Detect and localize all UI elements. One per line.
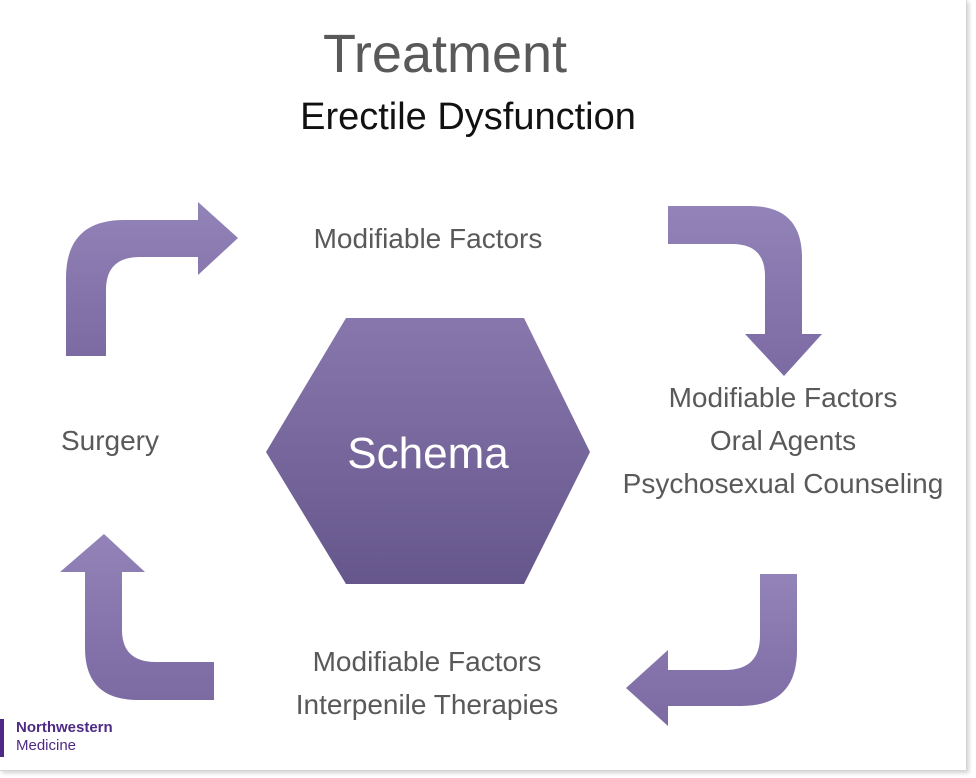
cycle-diagram xyxy=(60,202,822,726)
step-bottom-label: Modifiable Factors Interpenile Therapies xyxy=(240,640,614,726)
arrow-top-right xyxy=(668,206,822,376)
northwestern-medicine-logo: Northwestern Medicine xyxy=(0,719,113,757)
arrow-bottom-right xyxy=(626,574,797,726)
step-bottom-line-2: Interpenile Therapies xyxy=(295,689,559,720)
slide-subtitle: Erectile Dysfunction xyxy=(300,96,636,138)
step-top-label: Modifiable Factors xyxy=(313,223,543,254)
step-left-label: Surgery xyxy=(60,425,160,456)
step-right-line-1: Modifiable Factors xyxy=(668,382,898,413)
step-right-line-2: Oral Agents xyxy=(709,425,857,456)
arrow-top-left xyxy=(66,202,238,356)
logo-line-1: Northwestern xyxy=(16,719,113,736)
step-bottom-line-1: Modifiable Factors xyxy=(312,646,542,677)
schema-hexagon xyxy=(266,318,590,584)
logo-line-2: Medicine xyxy=(16,737,77,754)
slide-title: Treatment xyxy=(322,24,568,84)
arrow-bottom-left xyxy=(60,534,214,700)
schema-label: Schema xyxy=(347,429,509,478)
step-right-line-3: Psychosexual Counseling xyxy=(622,468,944,499)
step-right-label: Modifiable Factors Oral Agents Psychosex… xyxy=(600,376,966,505)
